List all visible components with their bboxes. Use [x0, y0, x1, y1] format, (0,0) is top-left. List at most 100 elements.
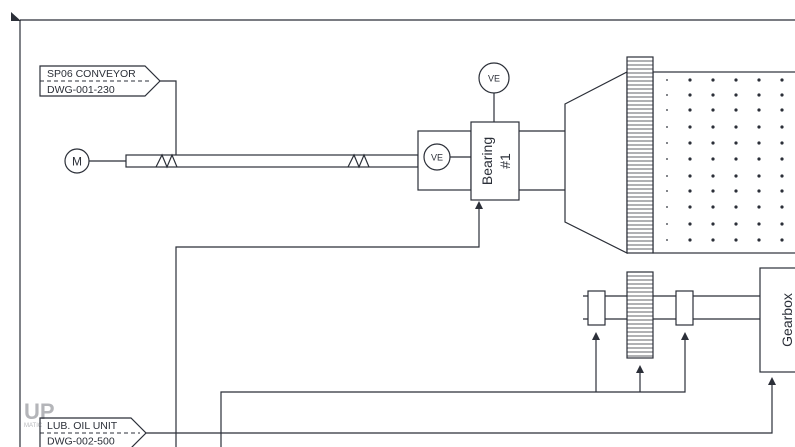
mill-charge-dot [711, 108, 715, 112]
mill-charge-dot [780, 93, 784, 97]
mill-charge-dot [734, 141, 738, 145]
pinion-bearing-right[interactable] [675, 290, 694, 326]
mill-charge-dot [688, 189, 692, 193]
mill-charge-dot [780, 141, 784, 145]
mill-charge-dot [666, 94, 668, 96]
mill-charge-dot [757, 78, 761, 82]
mill-charge-dot [688, 174, 692, 178]
mill-charge-dot [711, 174, 715, 178]
mill-charge-dot [780, 78, 784, 82]
mill-charge-dot [666, 142, 668, 144]
top-vibration-sensor[interactable]: VE [478, 62, 510, 94]
mill-charge-dot [688, 157, 692, 161]
mill-charge-dot [757, 125, 761, 129]
mill-charge-dot [666, 126, 668, 128]
mill-charge-dot [757, 238, 761, 242]
offpage-connector-lube-oil[interactable]: LUB. OIL UNIT DWG-002-500 [39, 417, 147, 447]
mill-charge-dot [757, 108, 761, 112]
mill-cone [564, 71, 628, 254]
lube-oil-drawing-number: DWG-002-500 [47, 436, 115, 447]
mill-charge-dot [688, 125, 692, 129]
motor[interactable]: M [64, 148, 90, 174]
watermark-logo: UP MATIC [24, 399, 55, 429]
mill-charge-dot [734, 222, 738, 226]
mill-charge-dot [711, 205, 715, 209]
mill-dots [666, 78, 784, 242]
mill-charge-dot [666, 79, 668, 81]
coupling-right [347, 153, 370, 169]
pinion-gear [626, 271, 654, 359]
mill-charge-dot [734, 238, 738, 242]
mill-charge-dot [666, 109, 668, 111]
mill-charge-dot [666, 239, 668, 241]
mill-charge-dot [666, 190, 668, 192]
mill-charge-dot [688, 222, 692, 226]
mill-charge-dot [780, 238, 784, 242]
pinion-shaft [583, 295, 760, 320]
mill-charge-dot [734, 174, 738, 178]
mill-charge-dot [734, 125, 738, 129]
mill-charge-dot [757, 222, 761, 226]
conveyor-drawing-number: DWG-001-230 [47, 84, 115, 96]
lube-oil-title: LUB. OIL UNIT [47, 420, 118, 432]
mill-charge-dot [734, 78, 738, 82]
mill-charge-dot [711, 157, 715, 161]
mill-charge-dot [734, 93, 738, 97]
conveyor-link-line [160, 80, 177, 155]
watermark-logo-mark: UP [24, 399, 55, 424]
gearbox[interactable]: Gearbox [759, 267, 795, 373]
offpage-connector-conveyor[interactable]: SP06 CONVEYOR DWG-001-230 [39, 65, 161, 97]
mill-charge-dot [711, 78, 715, 82]
mill-charge-dot [666, 158, 668, 160]
mill-charge-dot [780, 174, 784, 178]
mill-charge-dot [734, 189, 738, 193]
mill-charge-dot [780, 125, 784, 129]
mill-charge-dot [688, 141, 692, 145]
mill-charge-dot [688, 93, 692, 97]
mill-charge-dot [711, 125, 715, 129]
gearbox-label: Gearbox [779, 293, 795, 347]
bearing-1[interactable]: Bearing #1 [470, 121, 520, 201]
mill-charge-dot [757, 174, 761, 178]
mill-charge-dot [757, 93, 761, 97]
shaft-vibration-sensor[interactable]: VE [417, 130, 472, 191]
mill-charge-dot [688, 205, 692, 209]
shaft-ve-label: VE [431, 153, 443, 163]
top-ve-label: VE [488, 74, 500, 84]
motor-label: M [72, 155, 82, 169]
mill-charge-dot [711, 238, 715, 242]
mill-charge-dot [666, 206, 668, 208]
mill-charge-dot [711, 189, 715, 193]
lube-oil-lines [146, 201, 776, 447]
bearing-label-line1: Bearing [479, 137, 495, 185]
mill-charge-dot [757, 205, 761, 209]
mill-charge-dot [780, 205, 784, 209]
mill-charge-dot [734, 157, 738, 161]
coupling-left [155, 153, 178, 169]
mill-charge-dot [711, 222, 715, 226]
mill-body [652, 71, 795, 254]
mill-charge-dot [688, 108, 692, 112]
girth-gear [626, 56, 654, 254]
drive-shaft [125, 153, 419, 169]
bearing-label-line2: #1 [497, 153, 513, 169]
mill-charge-dot [666, 223, 668, 225]
mill-charge-dot [666, 175, 668, 177]
conveyor-title: SP06 CONVEYOR [47, 68, 136, 80]
mill-charge-dot [688, 78, 692, 82]
drawing-border [11, 12, 795, 447]
mill-charge-dot [688, 238, 692, 242]
mill-charge-dot [757, 141, 761, 145]
mill-charge-dot [711, 93, 715, 97]
watermark-logo-text: MATIC [24, 423, 43, 429]
mill-charge-dot [757, 157, 761, 161]
mill-charge-dot [734, 205, 738, 209]
mill-charge-dot [780, 222, 784, 226]
mill-charge-dot [780, 108, 784, 112]
mill-charge-dot [780, 189, 784, 193]
mill-charge-dot [780, 157, 784, 161]
mill-charge-dot [711, 141, 715, 145]
pinion-bearing-left[interactable] [587, 290, 606, 326]
mill-charge-dot [734, 108, 738, 112]
